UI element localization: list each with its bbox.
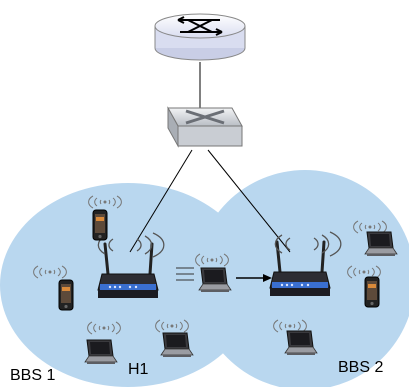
switch-ap2-link [207,149,291,253]
wireless-signal-icon [274,231,342,257]
switch-icon [167,106,243,148]
switch-ap1-link [129,149,193,253]
motion-arrow-icon [176,267,272,282]
bss-2-label: BBS 2 [338,359,383,376]
router-icon [154,13,246,61]
smartphone-icon [364,276,380,308]
bss-1-label: BBS 1 [10,367,55,384]
smartphone-icon [92,209,108,241]
smartphone-icon [58,279,74,311]
host-h1-label: H1 [128,361,149,378]
wireless-signal-icon [97,232,165,258]
